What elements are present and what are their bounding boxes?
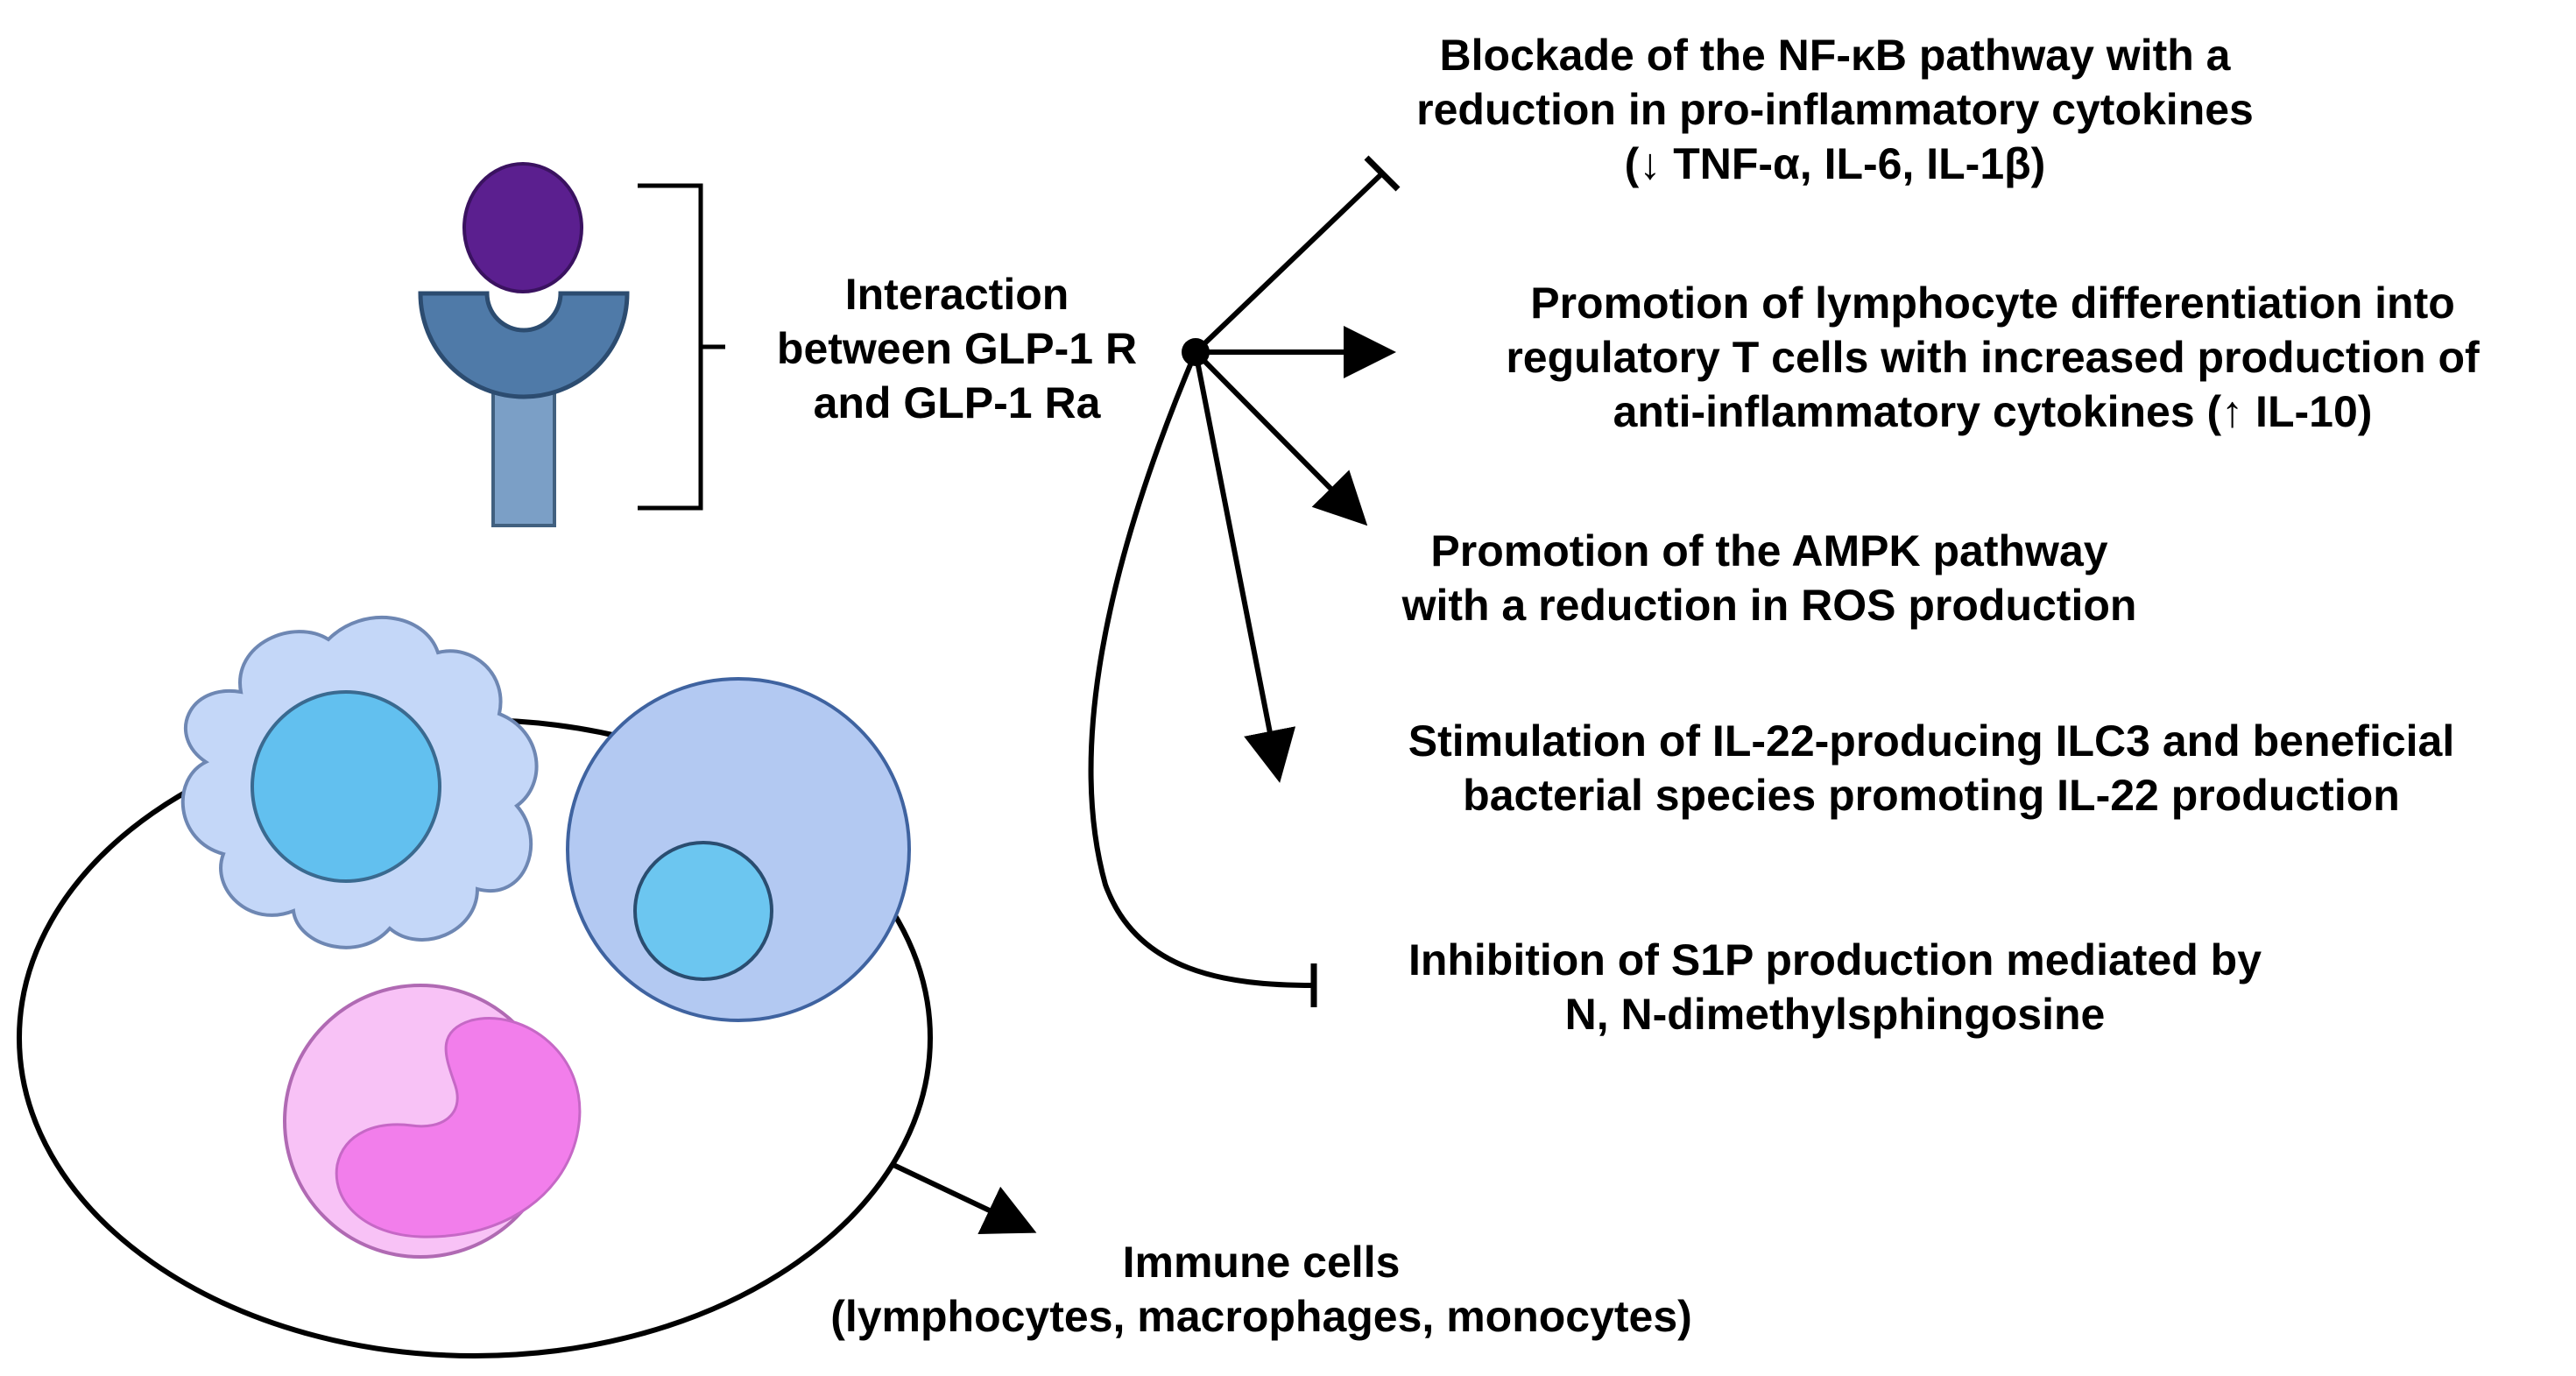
effect-5-inhibition-curve	[1088, 350, 1315, 988]
effect-5-line-2: N, N-dimethylsphingosine	[1564, 990, 2106, 1039]
lymphocyte-nucleus	[633, 841, 773, 981]
receptor-label-line-1: Interaction	[844, 270, 1069, 319]
effect-2-label: Promotion of lymphocyte differentiation …	[1423, 276, 2562, 439]
effect-1-inhibition-line	[1193, 171, 1385, 355]
effect-4-label: Stimulation of IL-22-producing ILC3 and …	[1323, 714, 2540, 822]
effect-5-label: Inhibition of S1P production mediated by…	[1340, 933, 2330, 1041]
receptor-icon	[418, 162, 630, 527]
effect-5-line-1: Inhibition of S1P production mediated by	[1408, 935, 2262, 984]
effect-1-inhibition-bar	[1364, 155, 1401, 192]
receptor-stem	[491, 384, 556, 527]
effect-arrows	[1088, 155, 1401, 1007]
effect-1-label: Blockade of the NF-κB pathway with a red…	[1375, 28, 2295, 191]
effect-4-line-2: bacterial species promoting IL-22 produc…	[1463, 771, 2400, 820]
effect-4-line-1: Stimulation of IL-22-producing ILC3 and …	[1408, 716, 2455, 766]
hub-node	[1182, 338, 1210, 366]
ligand-circle	[462, 162, 583, 293]
effect-3-line-1: Promotion of the AMPK pathway	[1430, 526, 2108, 575]
effect-2-line-1: Promotion of lymphocyte differentiation …	[1530, 279, 2455, 328]
receptor-label-line-2: between GLP-1 R	[776, 324, 1138, 373]
effect-3-line-2: with a reduction in ROS production	[1401, 581, 2137, 630]
immune-cells-arrow	[892, 1162, 1037, 1234]
immune-cells-label: Immune cells (lymphocytes, macrophages, …	[723, 1235, 1800, 1344]
immune-cells-line-2: (lymphocytes, macrophages, monocytes)	[830, 1292, 1692, 1341]
macrophage-nucleus	[251, 690, 441, 883]
receptor-bracket	[638, 183, 725, 511]
effect-1-line-3: (↓ TNF-α, IL-6, IL-1β)	[1624, 139, 2046, 188]
effect-3-label: Promotion of the AMPK pathway with a red…	[1375, 524, 2163, 632]
effect-1-line-2: reduction in pro-inflammatory cytokines	[1416, 85, 2254, 134]
effect-2-line-2: regulatory T cells with increased produc…	[1506, 333, 2480, 382]
monocyte-nucleus	[335, 1017, 582, 1238]
effect-2-line-3: anti-inflammatory cytokines (↑ IL-10)	[1613, 387, 2373, 436]
receptor-cup	[418, 291, 630, 399]
effect-1-line-1: Blockade of the NF-κB pathway with a	[1439, 31, 2231, 80]
receptor-label-line-3: and GLP-1 Ra	[813, 378, 1101, 427]
immune-cells-line-1: Immune cells	[1122, 1238, 1401, 1287]
effect-4-activation-arrow	[1193, 351, 1296, 783]
receptor-interaction-label: Interaction between GLP-1 R and GLP-1 Ra	[753, 267, 1161, 430]
effect-3-activation-arrow	[1193, 349, 1368, 526]
